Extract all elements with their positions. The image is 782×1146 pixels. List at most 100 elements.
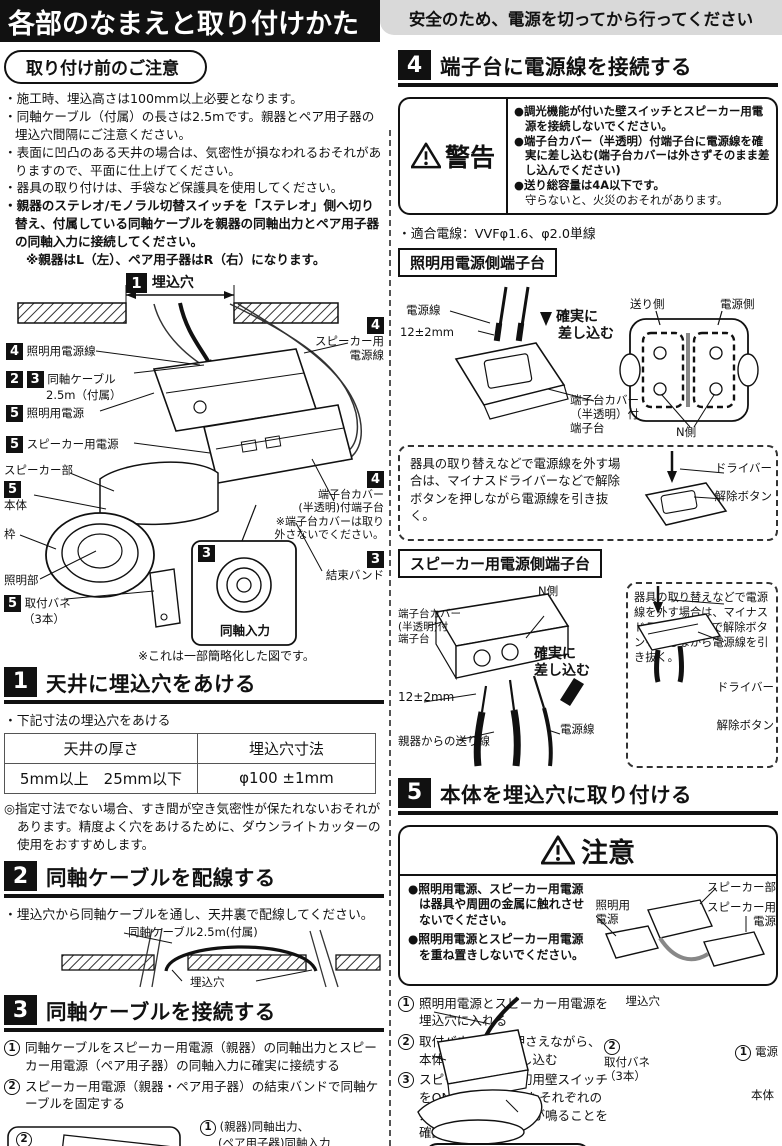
body-label: 5 本体: [4, 480, 27, 512]
strip-length-label: 12±2mm: [400, 324, 454, 339]
speaker-terminal-illustration: [423, 592, 584, 767]
power-label: 1 電源: [735, 1044, 778, 1061]
warning-triangle-icon: [410, 142, 441, 169]
table-cell-thickness: 5mm以上 25mm以下: [4, 762, 198, 794]
terminal-cover-label: 4 端子台カバー (半透明)付端子台 ※端子台カバーは取り 外さないでください。: [274, 470, 384, 541]
send-side-label: 送り側: [630, 296, 665, 311]
spring-label: 2 取付バネ （3本）: [604, 1038, 650, 1083]
release-button-label: 解除ボタン: [716, 717, 775, 732]
release-note-box: 器具の取り替えなどで電源線を外す場合は、マイナスドライバーなどで解除ボタンを押し…: [398, 444, 778, 541]
step2-marker: 2: [16, 1131, 32, 1146]
warning-box: 警告 ●調光機能が付いた壁スイッチとスピーカー用電源を接続しないでください。 ●…: [398, 97, 778, 215]
section2-number: 2: [4, 861, 37, 892]
driver-label: ドライバー: [714, 460, 772, 475]
speaker-unit-label: スピーカー部: [4, 462, 73, 477]
section1-intro: ・下記寸法の埋込穴をあける: [4, 713, 171, 729]
wiring-illustration: [61, 928, 381, 988]
lighting-part-label: 照明部: [4, 572, 39, 587]
lighting-terminal-title: 照明用電源側端子台: [398, 247, 558, 277]
hole-spec-table: 天井の厚さ 埋込穴寸法 5mm以上 25mm以下 φ100 ±1mm: [4, 732, 377, 794]
coax-out-label: 1 (親器)同軸出力、 (ペア用子器)同軸入力: [200, 1119, 330, 1146]
warning-footer: 守らないと、火災のおそれがあります。: [525, 192, 729, 207]
warning-item: ●調光機能が付いた壁スイッチとスピーカー用電源を接続しないでください。: [514, 104, 764, 133]
release-illustration: [636, 585, 725, 683]
precaution-item: ・表面に凹凸のある天井の場合は、気密性が損なわれるおそれがありますので、平面に仕…: [4, 144, 382, 178]
parts-illustration: [17, 284, 362, 646]
driver-label: ドライバー: [716, 679, 774, 694]
section4-number: 4: [398, 50, 431, 80]
page-title: 各部のなまえと取り付けかた: [0, 0, 380, 42]
section3-header: 3 同軸ケーブルを接続する: [4, 995, 384, 1033]
wiring-diagram: 同軸ケーブル2.5m(付属) 埋込穴: [4, 925, 384, 991]
coax-cable-label: 同軸ケーブル2.5m(付属): [128, 925, 258, 940]
speaker-wire-label: 4 スピーカー用 電源線: [315, 316, 384, 362]
coax-input-badge: 3: [198, 544, 215, 562]
lighting-terminal-diagram: 電源線 12±2mm 確実に 差し込む 端子台カバー （半透明）付 端子台 送り…: [398, 281, 778, 439]
precaution-item: ・同軸ケーブル（付属）の長さは2.5mです。親器とペア用子器の埋込穴間隔にご注意…: [4, 108, 375, 142]
install-illustration: [417, 996, 543, 1145]
precaution-item: ・施工時、埋込高さは100mm以上必要となります。: [4, 91, 303, 106]
release-button-label: 解除ボタン: [714, 488, 773, 503]
hole-label: 1 埋込穴: [126, 272, 194, 293]
section1-title: 天井に埋込穴をあける: [46, 671, 256, 696]
section2-title: 同軸ケーブルを配線する: [46, 866, 276, 891]
coax-input-label: 同軸入力: [220, 622, 271, 638]
section1-note: ◎指定寸法でない場合、すき間が空き気密性が保たれないおそれがあります。精度よく穴…: [4, 800, 381, 852]
section5-title: 本体を埋込穴に取り付ける: [440, 782, 692, 807]
table-header-thickness: 天井の厚さ: [4, 732, 198, 764]
send-line-label: 親器からの送り線: [398, 733, 490, 748]
hole-label: 埋込穴: [190, 975, 225, 990]
section5-number: 5: [398, 777, 431, 808]
caution-label: 注意: [581, 837, 635, 869]
section5-step1: 1 照明用電源とスピーカー用電源を埋込穴に入れる: [398, 995, 608, 1030]
lighting-wire-label: 4 照明用電源線: [6, 342, 96, 360]
caution-triangle-icon: [541, 835, 575, 865]
num-badge-1: 1: [126, 272, 147, 293]
frame-label: 枠: [4, 526, 16, 541]
coax-connect-diagram: 2 結束バンド 固定する 同軸ケーブル 1 (親器)同軸出力、 (ペア用子器)同…: [4, 1117, 384, 1146]
warning-items: ●調光機能が付いた壁スイッチとスピーカー用電源を接続しないでください。 ●端子台…: [508, 99, 776, 213]
step-text: スピーカー用電源（親器・ペア用子器）の結束バンドで同軸ケーブルを固定する: [25, 1078, 379, 1112]
speaker-release-box: 器具の取り替えなどで電源線を外す場合は、マイナスドライバーなどで解除ボタンを押し…: [626, 581, 778, 768]
power-line-label: 電源線: [406, 302, 441, 317]
coax-connect-illustration: [7, 1126, 271, 1146]
section4-header: 4 端子台に電源線を接続する: [398, 50, 778, 87]
precaution-subnote: ※親器はL（左）、ペア用子器はR（右）になります。: [26, 251, 326, 267]
band-label: 3 結束バンド: [325, 550, 384, 582]
release-illustration: [644, 450, 728, 526]
release-note-text: 器具の取り替えなどで電源線を外す場合は、マイナスドライバーなどで解除ボタンを押し…: [634, 590, 769, 665]
lighting-power-label: 照明用 電源: [595, 897, 631, 926]
section3-number: 3: [4, 995, 37, 1026]
spring-label: 5 取付バネ （3本）: [4, 594, 71, 626]
speaker-terminal-title: スピーカー用電源側端子台: [398, 548, 603, 578]
num-badge-2: 2: [6, 370, 23, 388]
source-side-label: 電源側: [720, 296, 755, 311]
insert-label: 確実に 差し込む: [534, 645, 590, 679]
warning-label: 警告: [444, 142, 495, 172]
column-divider: [389, 130, 391, 1146]
speaker-terminal-diagram: 端子台カバー (半透明)付 端子台 N側 確実に 差し込む 12±2mm 電源線…: [398, 581, 778, 768]
install-area: 1 照明用電源とスピーカー用電源を埋込穴に入れる 2 取付バネ(3本)を押さえな…: [398, 992, 778, 1146]
left-column: 取り付け前のご注意 ・施工時、埋込高さは100mm以上必要となります。 ・同軸ケ…: [4, 46, 384, 1146]
n-side-label: N側: [676, 424, 697, 439]
precautions-list: ・施工時、埋込高さは100mm以上必要となります。 ・同軸ケーブル（付属）の長さ…: [4, 90, 384, 269]
release-note-text: 器具の取り替えなどで電源線を外す場合は、マイナスドライバーなどで解除ボタンを押し…: [410, 455, 621, 523]
table-header-dimension: 埋込穴寸法: [196, 732, 377, 764]
speaker-unit-label: スピーカー部: [707, 879, 776, 894]
speaker-power-label: スピーカー用 電源: [707, 899, 776, 928]
step-number: 2: [4, 1078, 20, 1095]
warning-item: ●送り総容量は4A以下です。: [514, 178, 665, 193]
caution-body: ●照明用電源、スピーカー用電源は器具や周囲の金属に触れさせないでください。 ●照…: [400, 876, 776, 984]
warning-item: ●端子台カバー（半透明）付端子台に電源線を確実に差し込む(端子台カバーは外さずそ…: [514, 133, 770, 178]
caution-item: ●照明用電源とスピーカー用電源を重ね置きしないでください。: [408, 932, 584, 963]
lighting-power-label: 5 照明用電源: [6, 404, 84, 422]
caution-box: 注意 ●照明用電源、スピーカー用電源は器具や周囲の金属に触れさせないでください。…: [398, 824, 778, 986]
section4-title: 端子台に電源線を接続する: [440, 55, 692, 79]
section5-header: 5 本体を埋込穴に取り付ける: [398, 777, 778, 815]
terminal-cover-label: 端子台カバー （半透明）付 端子台: [570, 392, 639, 435]
insert-label: 確実に 差し込む: [540, 309, 614, 343]
num-badge-3: 3: [26, 370, 44, 388]
parts-diagram: 1 埋込穴 4 照明用電源線 2 3 同軸ケーブル 2.5m（付属） 5 照明用…: [4, 272, 384, 665]
section1-number: 1: [4, 666, 37, 697]
